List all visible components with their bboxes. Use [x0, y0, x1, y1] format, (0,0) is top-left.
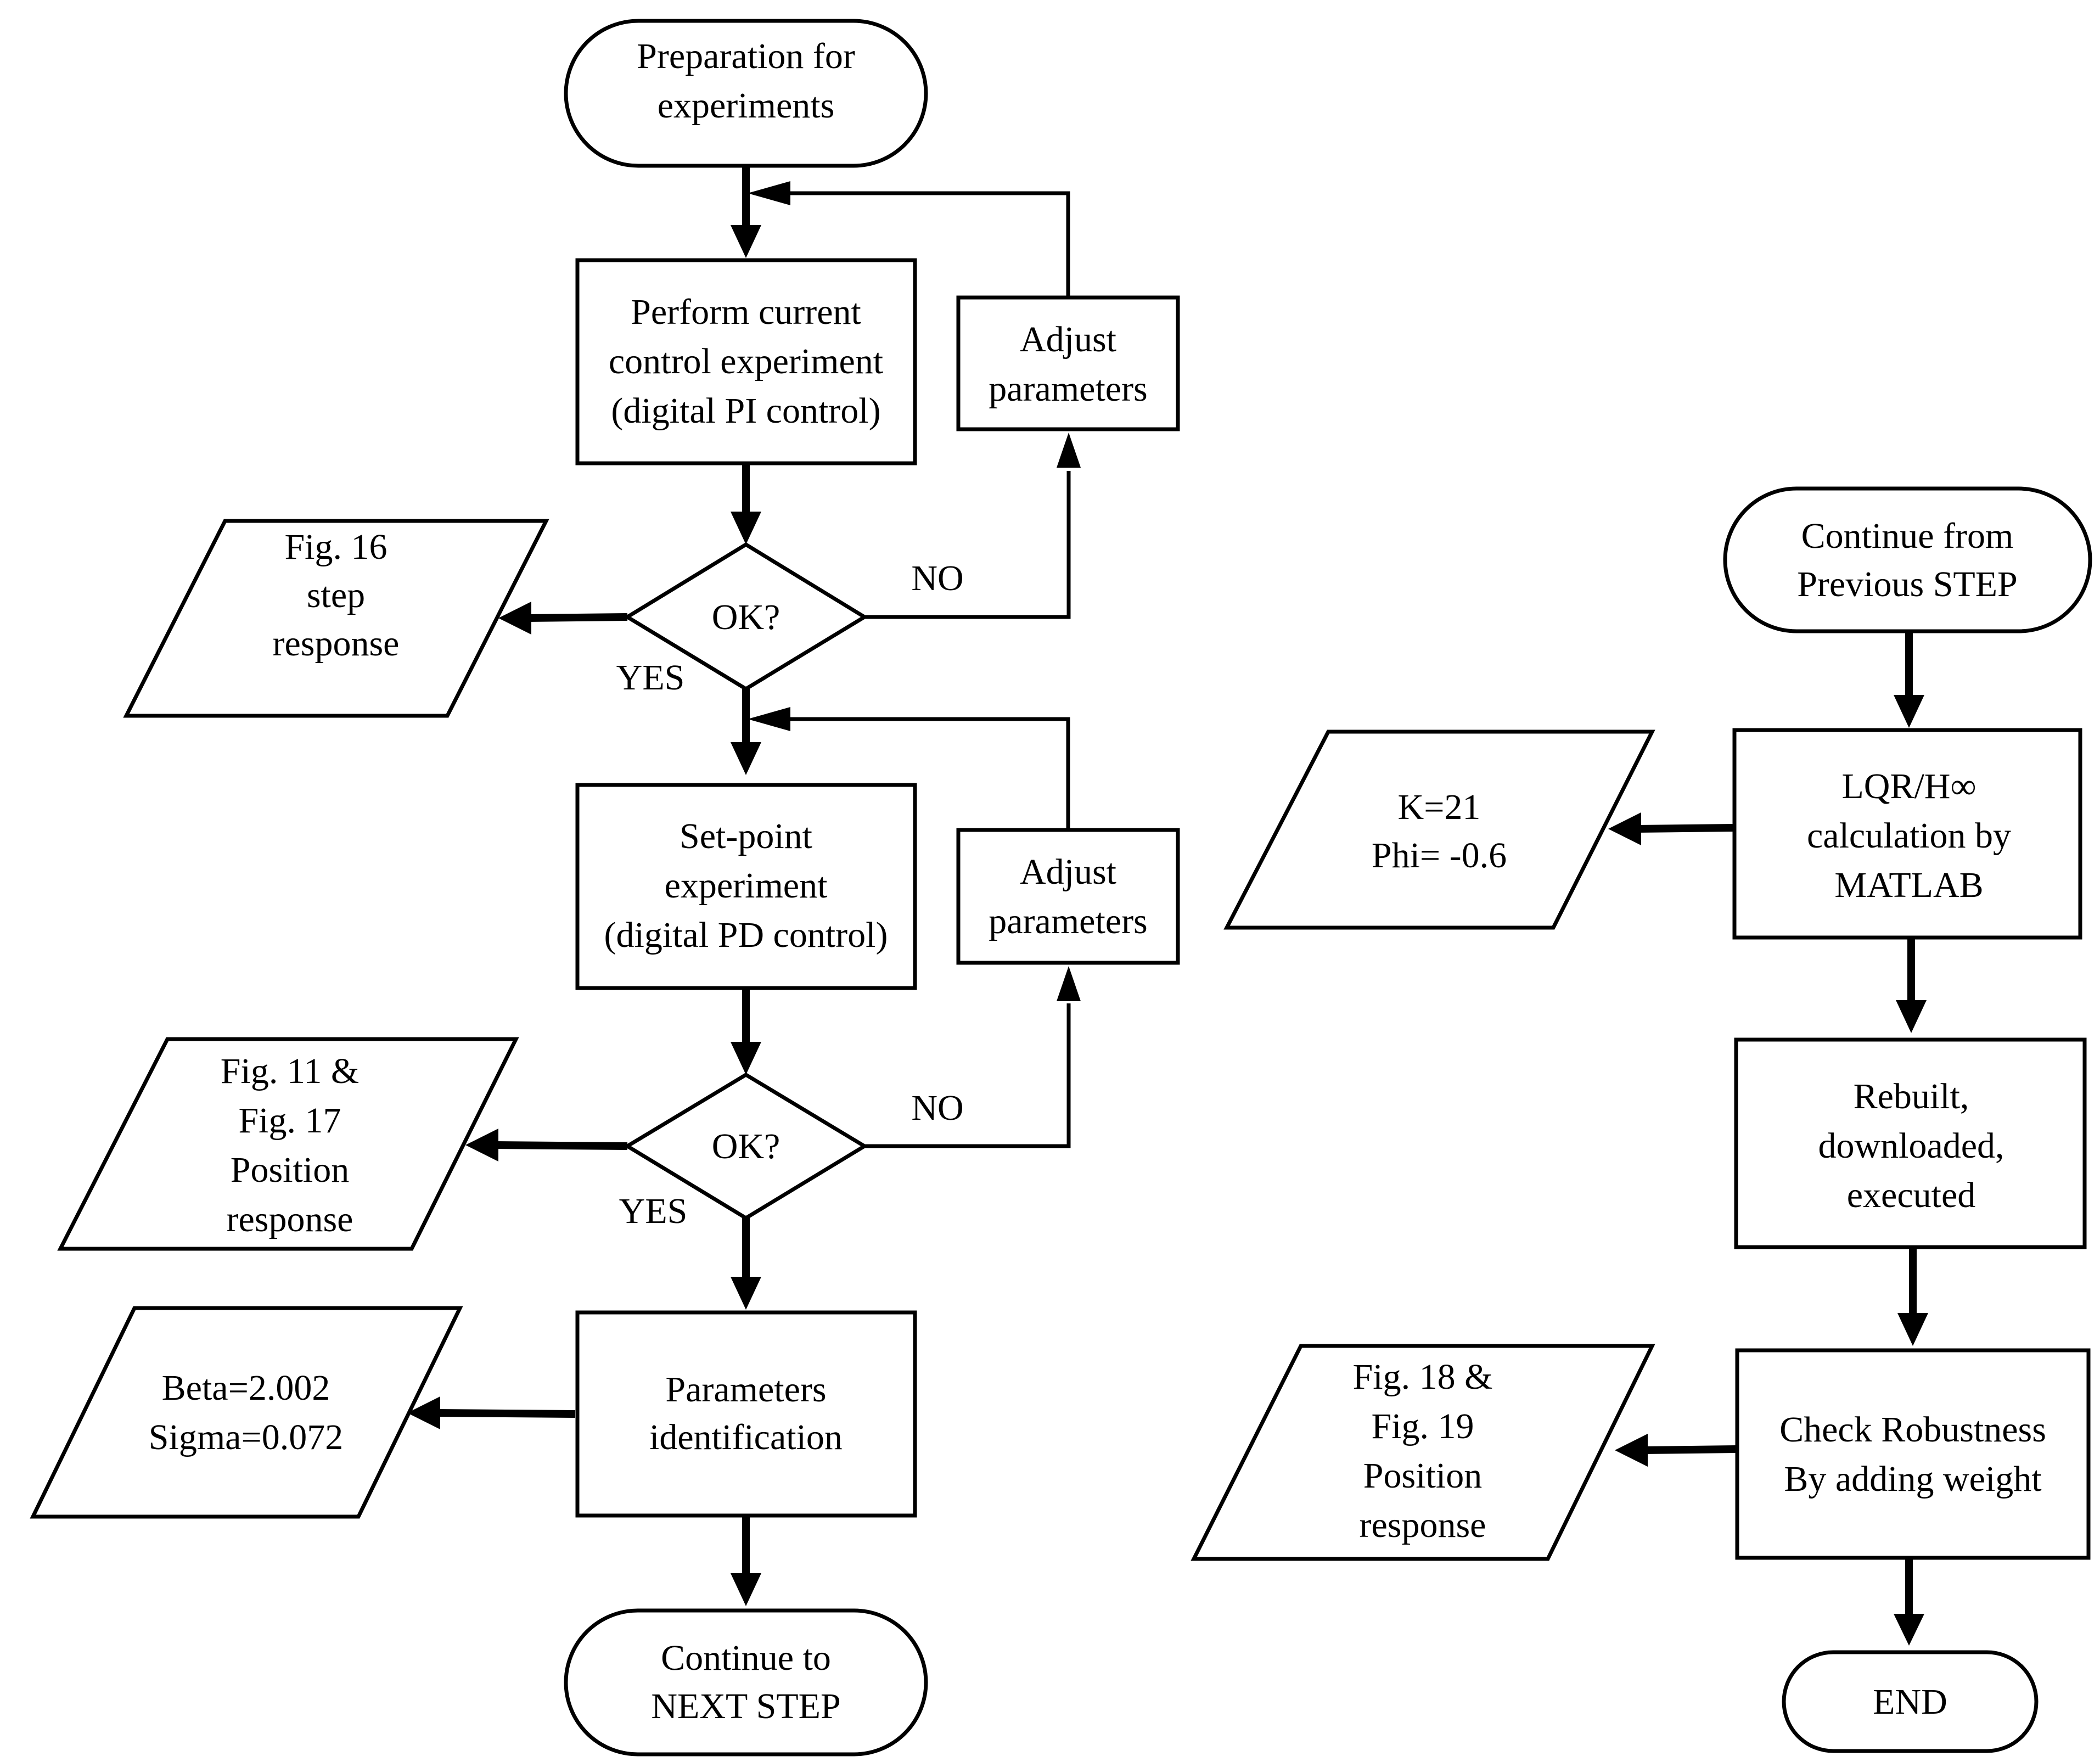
pi-experiment-label-line-3: (digital PI control): [611, 391, 880, 431]
arrowhead-pi-to-ok1: [731, 512, 761, 545]
arrow-ok1-to-fig16: [526, 613, 628, 622]
k-phi-io: K=21 Phi= -0.6: [1223, 730, 1655, 930]
identification-label-line-1: Parameters: [665, 1370, 826, 1410]
fig11-17-label-line-4: response: [227, 1199, 353, 1239]
arrowhead-lqr-to-rebuild: [1896, 1000, 1927, 1033]
adjust-2-label-line-1: Adjust: [1020, 852, 1116, 892]
rebuild-label-line-3: executed: [1847, 1175, 1976, 1215]
adjust-2-label-line-2: parameters: [989, 901, 1148, 941]
arrow-robustness-to-fig18-19: [1643, 1445, 1736, 1454]
next-step-label-line-2: NEXT STEP: [651, 1686, 840, 1726]
pi-experiment-label-line-2: control experiment: [609, 341, 883, 381]
fig11-17-position-response-io: Fig. 11 & Fig. 17 Position response: [57, 1037, 519, 1251]
fig18-19-label-line-3: Position: [1363, 1456, 1482, 1496]
feedback-loop-2: [790, 717, 1070, 830]
adjust-parameters-box-2: Adjust parameters: [956, 828, 1180, 965]
arrowhead-ok1-to-pd: [731, 742, 761, 775]
fig16-label-line-1: Fig. 16: [284, 527, 387, 567]
rebuild-label-line-2: downloaded,: [1818, 1126, 2004, 1166]
parameters-identification-box: Parameters identification: [575, 1310, 917, 1518]
fig16-label-line-2: step: [307, 575, 365, 615]
arrow-lqr-to-k-phi: [1636, 824, 1734, 833]
arrowhead-lqr-to-k-phi: [1608, 812, 1641, 845]
yes-label-1: YES: [616, 658, 685, 698]
pd-experiment-label-line-1: Set-point: [680, 816, 812, 856]
robustness-label-line-2: By adding weight: [1784, 1459, 2041, 1499]
next-step-terminal: Continue to NEXT STEP: [564, 1608, 928, 1757]
ok-decision-1: OK?: [624, 542, 868, 692]
arrowhead-robustness-to-end: [1894, 1614, 1924, 1646]
start-terminal: Preparation for experiments: [564, 19, 928, 168]
fig18-19-label-line-4: response: [1360, 1505, 1486, 1545]
k-phi-label-line-1: K=21: [1398, 787, 1481, 827]
rebuild-download-execute-box: Rebuilt, downloaded, executed: [1734, 1037, 2087, 1249]
no-label-1: NO: [911, 558, 963, 598]
ok-decision-1-label: OK?: [712, 597, 781, 637]
arrowhead-no-2: [1057, 966, 1081, 1001]
beta-sigma-label-line-1: Beta=2.002: [162, 1368, 330, 1408]
arrowhead-identification-to-beta-sigma: [407, 1396, 440, 1429]
fig18-19-position-response-io: Fig. 18 & Fig. 19 Position response: [1191, 1344, 1655, 1561]
arrowhead-pd-to-ok2: [731, 1042, 761, 1075]
arrowhead-ok1-to-fig16: [498, 602, 531, 635]
fig11-17-label-line-3: Position: [231, 1150, 349, 1190]
arrowhead-robustness-to-fig18-19: [1615, 1434, 1648, 1467]
no-label-2: NO: [911, 1088, 963, 1128]
fig16-step-response-io: Fig. 16 step response: [123, 519, 549, 718]
start-terminal-label-line-2: experiments: [658, 86, 835, 126]
arrow-ok2-to-fig11-17: [493, 1141, 628, 1150]
continue-from-previous-terminal: Continue from Previous STEP: [1723, 486, 2092, 633]
adjust-parameters-box-1: Adjust parameters: [956, 295, 1180, 431]
arrowhead-feedback-1: [748, 181, 790, 205]
arrowhead-no-1: [1057, 433, 1081, 468]
lqr-label-line-3: MATLAB: [1834, 865, 1983, 905]
fig11-17-label-line-2: Fig. 17: [238, 1101, 341, 1141]
arrowhead-start-to-pi: [731, 225, 761, 258]
end-label: END: [1873, 1682, 1947, 1722]
beta-sigma-label-line-2: Sigma=0.072: [149, 1417, 343, 1457]
arrowhead-identification-to-next: [731, 1573, 761, 1606]
pd-experiment-label-line-2: experiment: [665, 866, 828, 906]
robustness-label-line-1: Check Robustness: [1779, 1410, 2046, 1450]
identification-label-line-2: identification: [649, 1417, 843, 1457]
fig16-label-line-3: response: [273, 624, 400, 664]
feedback-loop-1: [790, 191, 1070, 298]
arrowhead-feedback-2: [748, 707, 790, 731]
next-step-label-line-1: Continue to: [661, 1638, 831, 1678]
connector-no-2: [864, 1003, 1071, 1148]
continue-from-label-line-1: Continue from: [1801, 516, 2014, 556]
arrowhead-ok2-to-identification: [731, 1277, 761, 1310]
end-terminal: END: [1782, 1650, 2039, 1753]
lqr-calculation-box: LQR/H∞ calculation by MATLAB: [1732, 728, 2082, 940]
ok-decision-2-label: OK?: [712, 1126, 781, 1166]
fig11-17-label-line-1: Fig. 11 &: [221, 1051, 359, 1091]
continue-from-label-line-2: Previous STEP: [1797, 564, 2018, 604]
pd-experiment-label-line-3: (digital PD control): [604, 915, 888, 955]
arrowhead-continue-to-lqr: [1894, 695, 1924, 728]
lqr-label-line-2: calculation by: [1807, 816, 2011, 856]
pi-experiment-box: Perform current control experiment (digi…: [575, 258, 917, 465]
adjust-1-label-line-1: Adjust: [1020, 319, 1116, 360]
rebuild-label-line-1: Rebuilt,: [1854, 1076, 1969, 1116]
beta-sigma-io: Beta=2.002 Sigma=0.072: [30, 1306, 463, 1519]
yes-label-2: YES: [619, 1191, 688, 1231]
pd-experiment-box: Set-point experiment (digital PD control…: [575, 783, 917, 990]
fig18-19-label-line-1: Fig. 18 &: [1353, 1357, 1493, 1397]
arrow-identification-to-beta-sigma: [436, 1409, 576, 1418]
fig18-19-label-line-2: Fig. 19: [1371, 1406, 1474, 1446]
arrowhead-ok2-to-fig11-17: [465, 1129, 498, 1161]
arrowhead-rebuild-to-robustness: [1897, 1313, 1928, 1346]
pi-experiment-label-line-1: Perform current: [631, 292, 861, 332]
k-phi-label-line-2: Phi= -0.6: [1372, 835, 1507, 876]
lqr-label-line-1: LQR/H∞: [1841, 766, 1976, 806]
connector-no-1: [864, 471, 1071, 619]
check-robustness-box: Check Robustness By adding weight: [1735, 1348, 2091, 1560]
start-terminal-label-line-1: Preparation for: [637, 36, 855, 76]
adjust-1-label-line-2: parameters: [989, 369, 1148, 409]
